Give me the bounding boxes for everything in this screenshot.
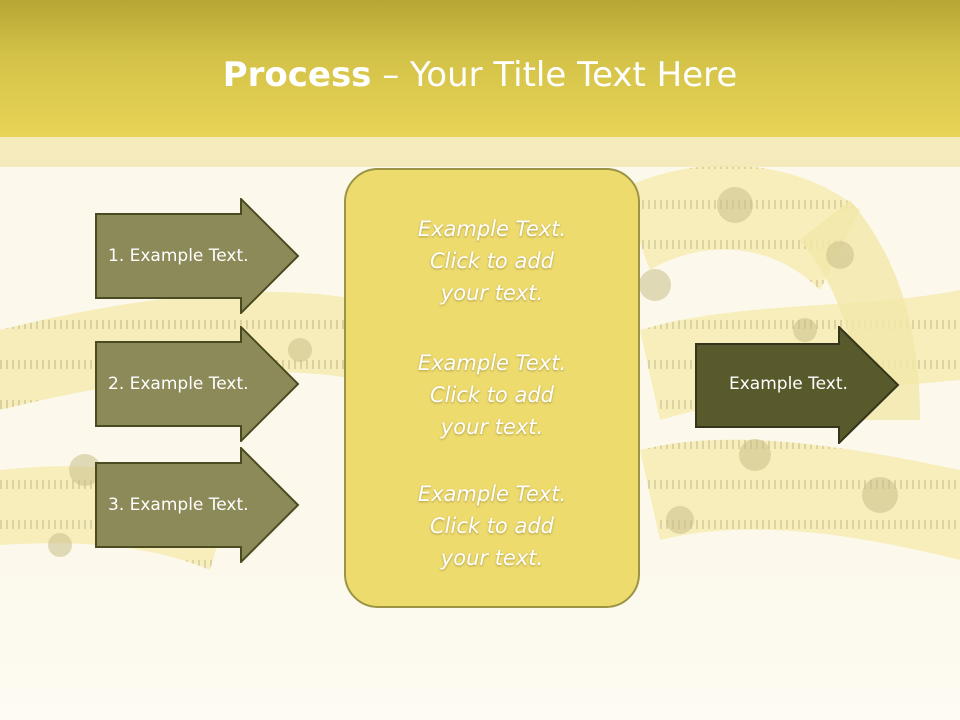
left-arrow-2[interactable] [95, 326, 300, 442]
slide-title: Process – Your Title Text Here [0, 54, 960, 96]
left-arrow-1[interactable] [95, 198, 300, 314]
center-block-2-line-2: Click to add [429, 383, 554, 407]
center-block-2: Example Text. Click to add your text. [344, 347, 640, 443]
left-arrow-3[interactable] [95, 447, 300, 563]
left-arrow-1-label: 1. Example Text. [108, 246, 249, 266]
center-block-1-line-1: Example Text. [417, 217, 567, 241]
right-arrow-label: Example Text. [729, 374, 848, 394]
center-block-3-line-2: Click to add [429, 514, 554, 538]
header-bar [0, 0, 960, 137]
center-block-2-line-3: your text. [440, 415, 544, 439]
center-block-3-line-3: your text. [440, 546, 544, 570]
center-block-1: Example Text. Click to add your text. [344, 213, 640, 309]
title-rest: – Your Title Text Here [371, 55, 738, 95]
left-arrow-2-label: 2. Example Text. [108, 374, 249, 394]
title-bold: Process [222, 55, 372, 95]
right-arrow[interactable] [695, 326, 900, 444]
left-arrow-3-label: 3. Example Text. [108, 495, 249, 515]
center-block-1-line-3: your text. [440, 281, 544, 305]
center-block-3: Example Text. Click to add your text. [344, 478, 640, 574]
center-block-3-line-1: Example Text. [417, 482, 567, 506]
center-block-2-line-1: Example Text. [417, 351, 567, 375]
center-block-1-line-2: Click to add [429, 249, 554, 273]
header-band [0, 137, 960, 167]
center-box[interactable] [344, 168, 640, 608]
